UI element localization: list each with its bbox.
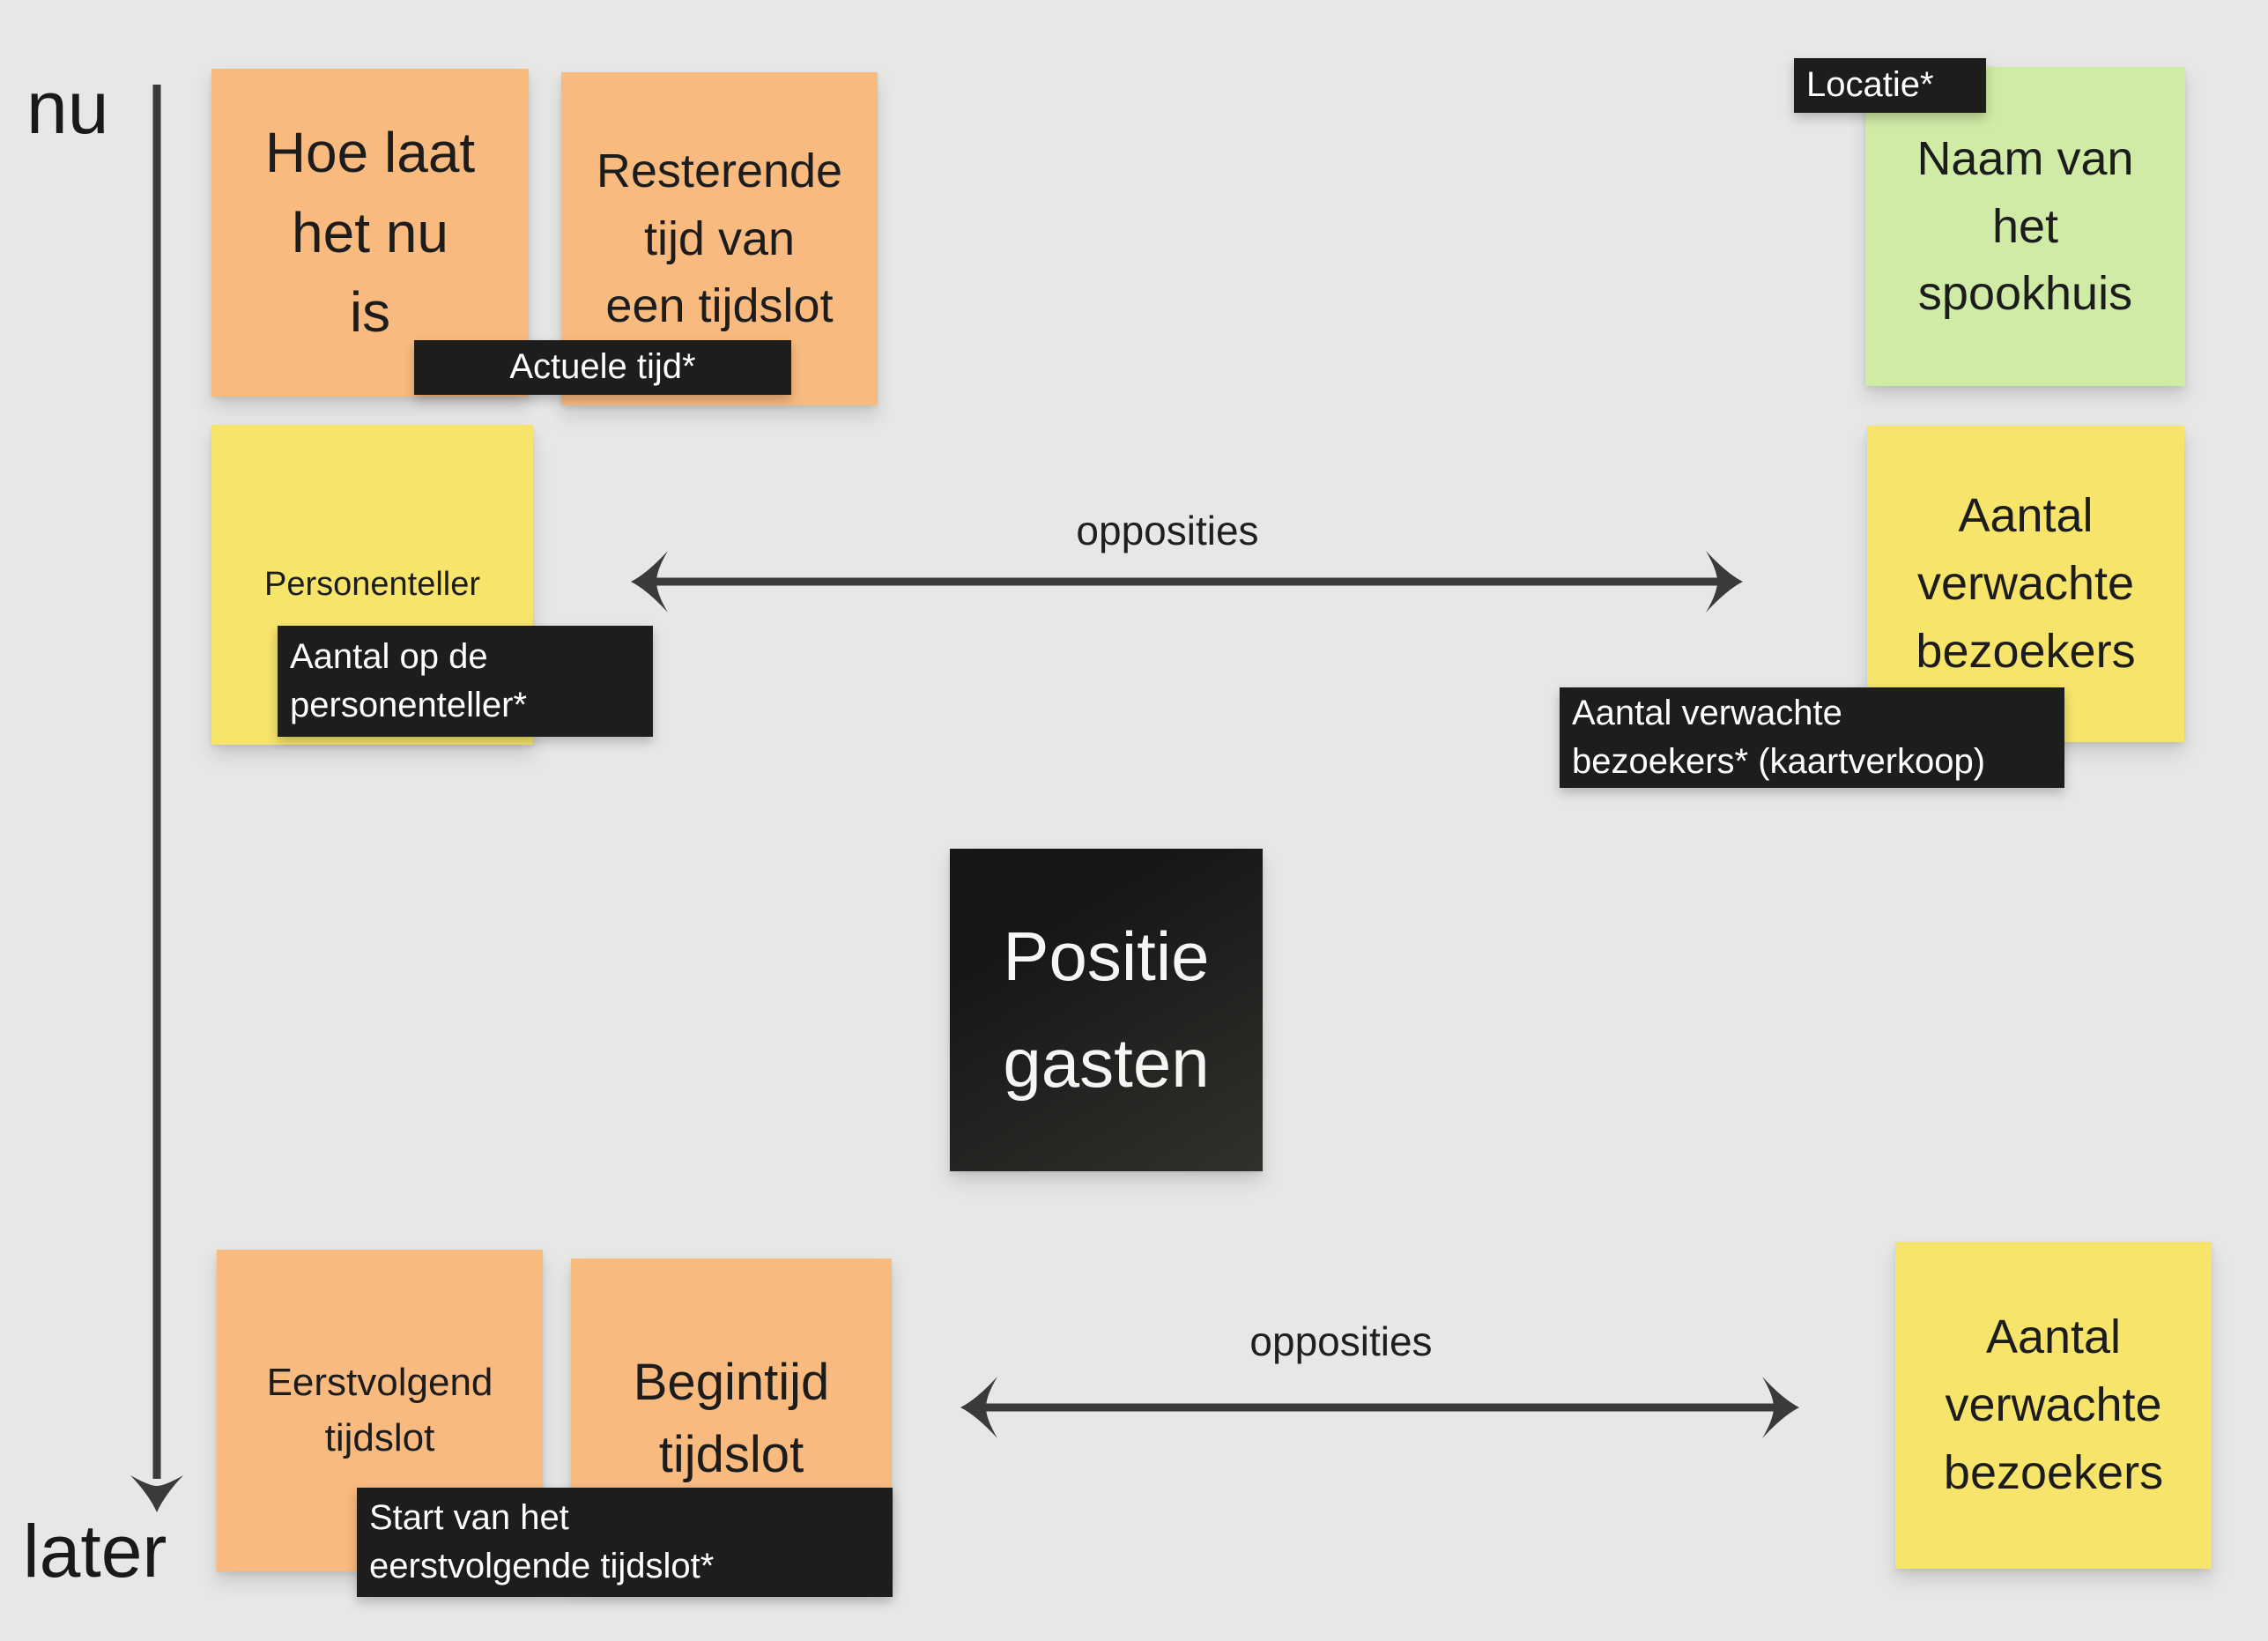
tag-aantal-verwachte-kaartverkoop[interactable]: Aantal verwachte bezoekers* (kaartverkoo… [1560, 687, 2064, 788]
tag-actuele-tijd[interactable]: Actuele tijd* [414, 340, 791, 395]
timeline-label-later[interactable]: later [23, 1510, 167, 1593]
opposities-arrow-top[interactable] [619, 539, 1755, 624]
sticky-note-naam-spookhuis[interactable]: Naam van het spookhuis [1865, 67, 2185, 386]
arrow-head-left-icon [960, 1377, 997, 1438]
tag-text: Start van het eerstvolgende tijdslot* [369, 1497, 715, 1585]
sticky-note-aantal-verwachte-bezoekers-bottom[interactable]: Aantal verwachte bezoekers [1895, 1242, 2212, 1569]
tag-text: Actuele tijd* [509, 347, 696, 387]
sticky-note-text: Eerstvolgend tijdslot [266, 1361, 493, 1459]
tag-text: Locatie* [1806, 65, 1934, 105]
tag-aantal-op-personenteller[interactable]: Aantal op de personenteller* [278, 626, 653, 737]
tag-text: Aantal verwachte bezoekers* (kaartverkoo… [1572, 693, 1986, 781]
sticky-note-text: Begintijd tijdslot [633, 1353, 830, 1483]
arrow-label-opposities-bottom: opposities [1249, 1318, 1433, 1364]
arrow-head-right-icon [1762, 1377, 1799, 1438]
opposities-arrow-bottom[interactable] [948, 1365, 1812, 1450]
tag-locatie[interactable]: Locatie* [1794, 58, 1986, 113]
sticky-note-text: Resterende tijd van een tijdslot [596, 144, 843, 333]
timeline-arrow-down[interactable] [120, 76, 199, 1526]
sticky-note-text: Positie gasten [1003, 917, 1210, 1102]
arrow-label-opposities-top: opposities [1076, 508, 1259, 553]
sticky-note-text: Personenteller [263, 565, 481, 603]
tag-text: Aantal op de personenteller* [290, 636, 528, 724]
sticky-note-text: Hoe laat het nu is [264, 120, 476, 345]
arrow-head-right-icon [1706, 551, 1743, 613]
arrow-head-down-icon [130, 1475, 183, 1512]
sticky-note-text: Aantal verwachte bezoekers [1943, 1311, 2164, 1499]
timeline-label-nu[interactable]: nu [26, 66, 109, 149]
sticky-note-resterende-tijd[interactable]: Resterende tijd van een tijdslot [561, 72, 878, 405]
sticky-note-positie-gasten[interactable]: Positie gasten [950, 849, 1263, 1171]
tag-start-eerstvolgende-tijdslot[interactable]: Start van het eerstvolgende tijdslot* [357, 1488, 893, 1597]
sticky-note-text: Aantal verwachte bezoekers [1916, 489, 2136, 678]
sticky-note-text: Naam van het spookhuis [1916, 131, 2134, 321]
arrow-head-left-icon [631, 551, 668, 613]
